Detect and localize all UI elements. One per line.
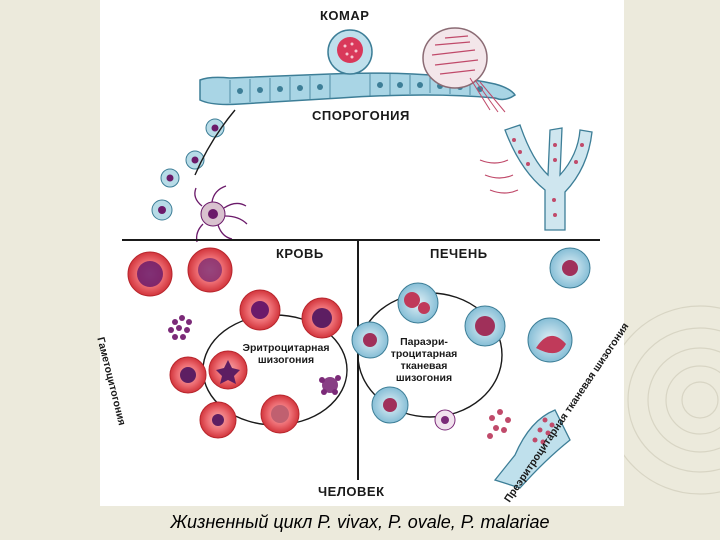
human-label: ЧЕЛОВЕК — [318, 484, 385, 499]
erythrocytic-schizogony-label: Эритроцитарная шизогония — [242, 342, 330, 366]
erythrocytic-stages — [169, 289, 343, 439]
hepatocytes — [487, 247, 591, 489]
lifecycle-diagram: КОМАР СПОРОГОНИЯ КРОВЬ ПЕЧЕНЬ ЧЕЛОВЕК Эр… — [94, 0, 631, 506]
liver-label: ПЕЧЕНЬ — [430, 246, 488, 261]
paraerythrocytic-schizogony-label: Парaэри-троцитарная тканевая шизогония — [390, 336, 458, 384]
mature-oocyst — [422, 27, 506, 113]
mosquito-label: КОМАР — [320, 8, 370, 23]
merozoite-cluster-left — [168, 315, 192, 340]
paraerythrocytic-stages — [351, 282, 506, 431]
sporogony-label: СПОРОГОНИЯ — [312, 108, 410, 123]
salivary-gland — [479, 124, 593, 231]
gametes-fertilization — [151, 118, 248, 243]
figure-caption: Жизненный цикл P. vivax, P. ovale, P. ma… — [170, 512, 550, 532]
blood-label: КРОВЬ — [276, 246, 324, 261]
oocyst — [327, 29, 373, 75]
gametocytes — [127, 247, 233, 297]
